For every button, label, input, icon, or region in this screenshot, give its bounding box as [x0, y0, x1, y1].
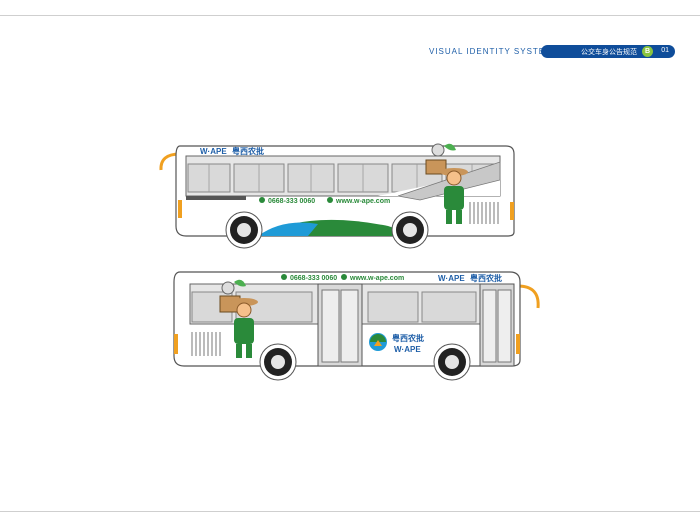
center-logo-cn: 粤西农批	[392, 333, 424, 343]
logo-cn: 粤西农批	[232, 146, 264, 156]
page-frame	[0, 15, 700, 512]
phone-icon	[259, 197, 265, 203]
front-door	[479, 283, 515, 367]
front-wheel	[433, 343, 471, 381]
website: www.w-ape.com	[335, 198, 390, 205]
phone-number: 0668-333 0060	[290, 275, 337, 282]
section-pill: 公交车身公告规范 B 01	[541, 45, 675, 58]
page-number: 01	[661, 47, 669, 54]
section-title: 公交车身公告规范	[581, 48, 637, 56]
blue-wave	[258, 222, 318, 236]
rear-wheel	[391, 211, 429, 249]
farmer-mascot	[219, 279, 258, 358]
middle-door	[317, 283, 363, 367]
web-icon	[327, 197, 333, 203]
farmer-mascot	[425, 143, 468, 224]
logo-latin: W·APE	[200, 147, 227, 156]
mirror-arm	[517, 284, 540, 309]
bus-side-right: 0668-333 0060 www.w-ape.com W·APE 粤西农批 粤…	[170, 268, 546, 388]
logo-cn: 粤西农批	[470, 273, 502, 283]
website: www.w-ape.com	[349, 275, 404, 282]
vi-header: VISUAL IDENTITY SYSTEM 公交车身公告规范 B 01	[429, 45, 679, 59]
section-letter-badge: B	[642, 46, 653, 57]
front-wheel	[225, 211, 263, 249]
center-logo	[369, 333, 387, 351]
bus-side-left: W·APE 粤西农批 0668-333 0060 www.w-ape.com	[158, 140, 520, 250]
center-logo-latin: W·APE	[394, 345, 421, 354]
logo-latin: W·APE	[438, 274, 465, 283]
phone-icon	[281, 274, 287, 280]
system-title: VISUAL IDENTITY SYSTEM	[429, 47, 553, 56]
phone-number: 0668-333 0060	[268, 198, 315, 205]
web-icon	[341, 274, 347, 280]
rear-wheel	[259, 343, 297, 381]
